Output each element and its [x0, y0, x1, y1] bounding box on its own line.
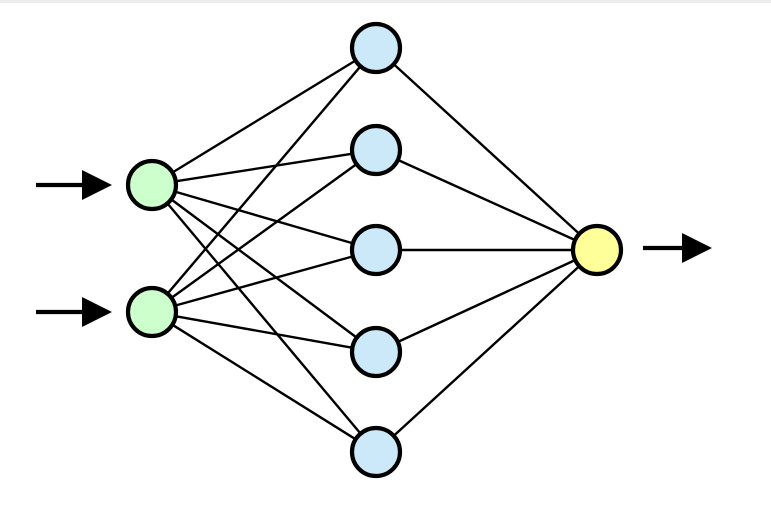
top-edge-strip	[0, 0, 771, 3]
output-arrow-head	[682, 233, 712, 263]
node-h4[interactable]	[349, 325, 403, 379]
layer-input	[125, 158, 179, 339]
input-arrow-bottom-head	[82, 297, 112, 327]
edge-h2-o1	[395, 158, 578, 242]
layer-output	[570, 223, 624, 277]
edge-i1-h1	[170, 58, 358, 175]
node-i2[interactable]	[125, 285, 179, 339]
edge-i2-h2	[169, 162, 359, 300]
node-h1[interactable]	[349, 21, 403, 75]
input-arrow-top	[36, 170, 112, 200]
input-arrow-bottom	[36, 297, 112, 327]
edge-i1-h2	[173, 152, 355, 183]
io-arrows-group	[36, 170, 712, 327]
edge-h1-o1	[391, 62, 582, 236]
edge-i2-h5	[170, 322, 358, 442]
edge-i1-h5	[165, 201, 363, 436]
edge-i2-h3	[172, 254, 356, 308]
edge-i2-h4	[173, 314, 355, 350]
node-h3[interactable]	[349, 223, 403, 277]
node-i1[interactable]	[125, 158, 179, 212]
edge-i1-h3	[172, 190, 356, 245]
layer-hidden	[349, 21, 403, 479]
edge-i2-h1	[165, 64, 363, 296]
edge-i1-h4	[169, 197, 359, 340]
node-h5[interactable]	[349, 425, 403, 479]
edge-h4-o1	[395, 258, 578, 344]
edges-group	[165, 58, 582, 442]
input-arrow-top-head	[82, 170, 112, 200]
edge-h5-o1	[391, 264, 582, 438]
node-o1[interactable]	[570, 223, 624, 277]
nodes-group	[125, 21, 624, 479]
node-h2[interactable]	[349, 123, 403, 177]
output-arrow	[643, 233, 712, 263]
